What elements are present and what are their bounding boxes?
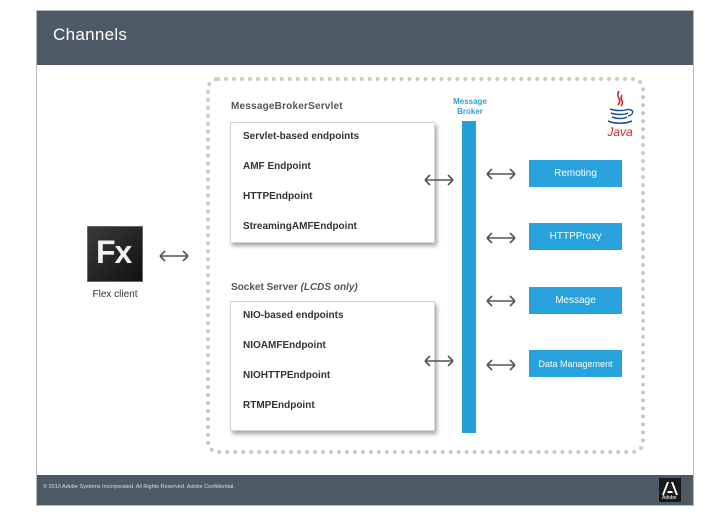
message-broker-bar [462,121,476,433]
endpoint-item: HTTPEndpoint [243,191,313,202]
socket-group-title-main: Socket Server [231,282,298,293]
double-arrow-icon [486,232,516,244]
message-broker-label-line2: Broker [457,107,483,116]
endpoint-item: StreamingAMFEndpoint [243,221,357,232]
slide: Channels Fx Flex client MessageBrokerSer… [36,10,694,506]
double-arrow-icon [424,355,454,367]
message-broker-label: Message Broker [448,97,492,117]
slide-title: Channels [53,25,128,44]
endpoint-item: NIOAMFEndpoint [243,340,326,351]
service-data-management: Data Management [529,350,622,377]
service-message: Message [529,287,622,314]
adobe-logo-icon: Adobe [659,478,681,502]
message-broker-label-line1: Message [453,97,487,106]
endpoint-item: AMF Endpoint [243,161,311,172]
socket-group-title-note: (LCDS only) [300,282,358,293]
flex-client-label: Flex client [92,289,138,300]
java-logo-text: Java [606,125,633,139]
java-logo-icon: Java [603,89,637,139]
endpoint-item: RTMPEndpoint [243,400,315,411]
servlet-endpoints-panel: Servlet-based endpoints AMF Endpoint HTT… [230,122,435,243]
endpoint-item: NIOHTTPEndpoint [243,370,331,381]
endpoint-item: NIO-based endpoints [243,310,344,321]
service-httpproxy: HTTPProxy [529,223,622,250]
double-arrow-icon [486,168,516,180]
double-arrow-icon [486,359,516,371]
server-boundary [206,77,645,454]
footer-copyright: © 2010 Adobe Systems Incorporated. All R… [43,484,235,490]
flex-icon: Fx [87,226,143,282]
service-remoting: Remoting [529,160,622,187]
footer-bar: © 2010 Adobe Systems Incorporated. All R… [37,475,693,505]
header-bar: Channels [37,11,693,65]
double-arrow-icon [424,174,454,186]
socket-endpoints-panel: NIO-based endpoints NIOAMFEndpoint NIOHT… [230,301,435,431]
servlet-group-title: MessageBrokerServlet [231,101,343,112]
socket-group-title: Socket Server (LCDS only) [231,282,358,293]
flex-icon-text: Fx [96,234,132,270]
endpoint-item: Servlet-based endpoints [243,131,360,142]
double-arrow-icon [486,295,516,307]
double-arrow-icon [159,250,189,262]
adobe-logo-word: Adobe [662,495,677,501]
